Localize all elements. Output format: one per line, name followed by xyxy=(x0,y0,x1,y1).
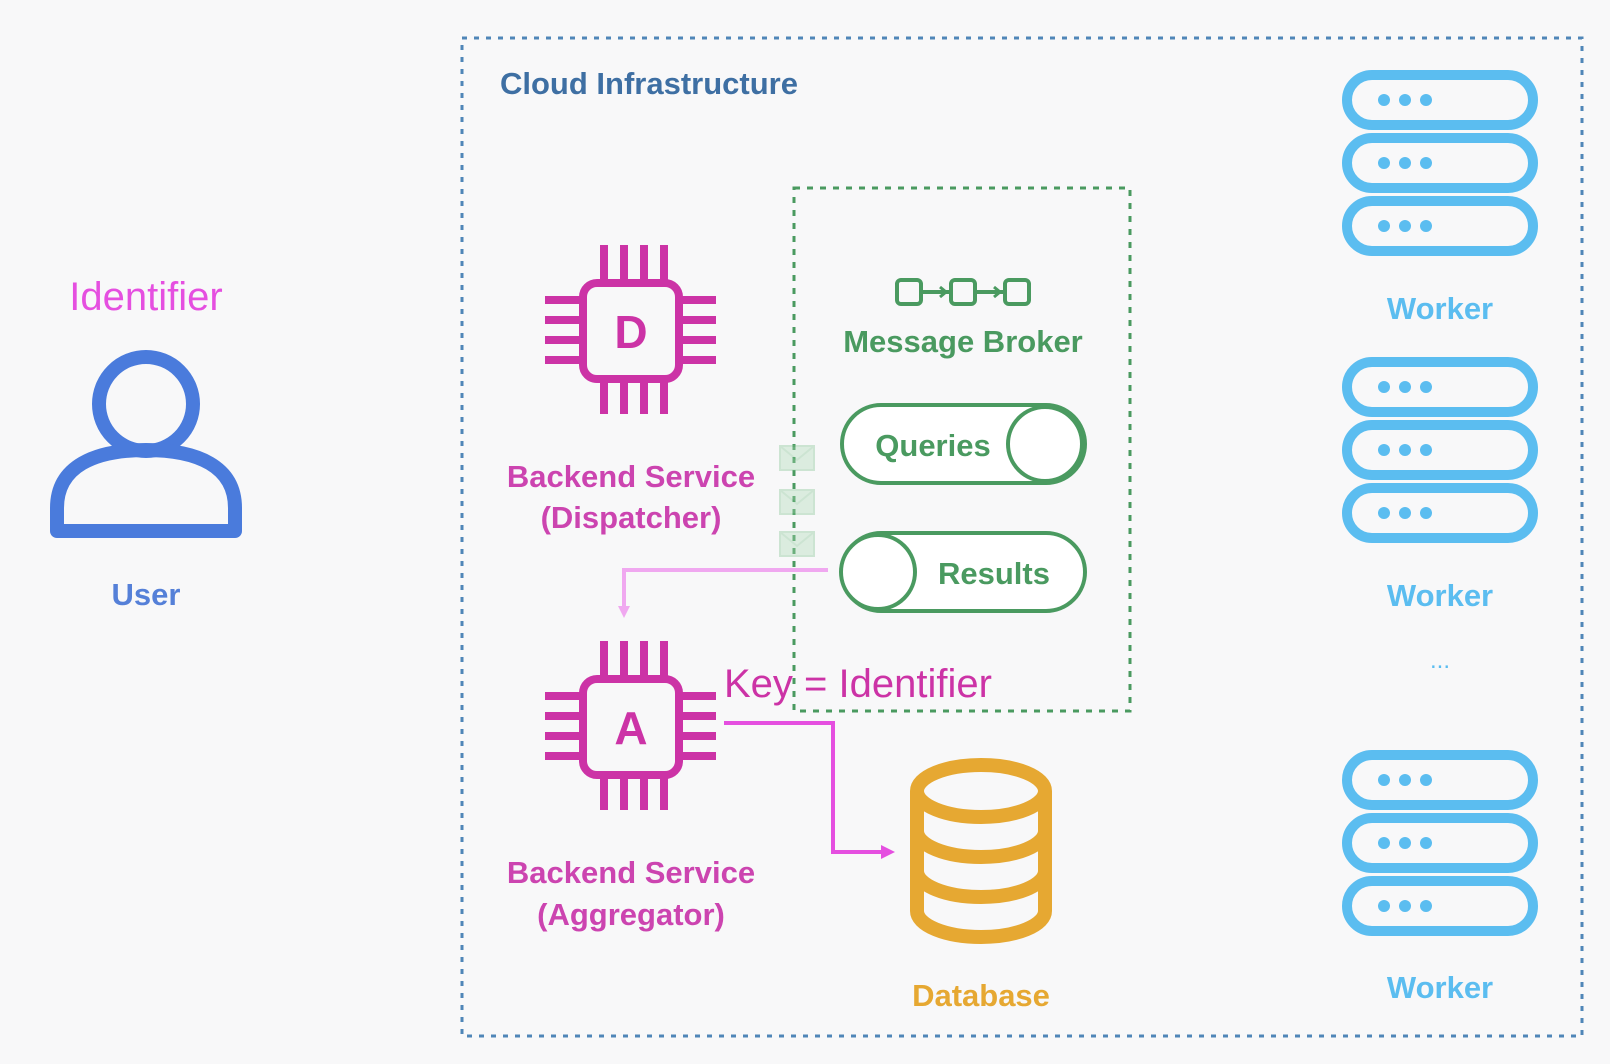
user-icon xyxy=(50,350,242,538)
queries-queue-label: Queries xyxy=(875,428,990,463)
aggregator-label-line1: Backend Service xyxy=(507,855,755,890)
worker-1-label: Worker xyxy=(1387,291,1493,326)
results-to-aggregator-arrow xyxy=(618,568,828,618)
worker-2: Worker xyxy=(1342,357,1538,613)
user-identifier-label: Identifier xyxy=(69,275,222,319)
server-rack-icon xyxy=(1342,750,1538,936)
message-broker-label: Message Broker xyxy=(843,324,1083,359)
chain-nodes-icon xyxy=(895,278,1031,306)
key-identifier-label: Key = Identifier xyxy=(724,662,992,706)
user-label: User xyxy=(112,577,181,612)
results-queue: Results xyxy=(839,531,1087,613)
cpu-chip-icon xyxy=(545,245,716,414)
aggregator-to-database-arrow xyxy=(724,721,895,859)
worker-2-label: Worker xyxy=(1387,578,1493,613)
database-icon xyxy=(910,758,1052,944)
message-envelope-icons xyxy=(779,445,815,557)
dispatcher-label-line1: Backend Service xyxy=(507,459,755,494)
cpu-chip-icon xyxy=(545,641,716,810)
worker-3-label: Worker xyxy=(1387,970,1493,1005)
aggregator-chip: A xyxy=(545,641,716,810)
dispatcher-chip-letter: D xyxy=(614,306,647,358)
dispatcher-label-line2: (Dispatcher) xyxy=(541,500,722,535)
workers-ellipsis: ... xyxy=(1430,647,1450,674)
server-rack-icon xyxy=(1342,357,1538,543)
server-rack-icon xyxy=(1342,70,1538,256)
aggregator-chip-letter: A xyxy=(614,702,647,754)
worker-3: Worker xyxy=(1342,750,1538,1005)
cloud-infrastructure-boundary xyxy=(460,36,1584,1038)
queries-queue: Queries xyxy=(840,403,1087,485)
worker-1: Worker xyxy=(1342,70,1538,326)
cloud-infrastructure-title: Cloud Infrastructure xyxy=(500,66,798,101)
results-queue-label: Results xyxy=(938,556,1050,591)
database-label: Database xyxy=(912,978,1050,1013)
aggregator-label-line2: (Aggregator) xyxy=(537,897,725,932)
dispatcher-chip: D xyxy=(545,245,716,414)
message-broker-boundary xyxy=(792,186,1132,713)
